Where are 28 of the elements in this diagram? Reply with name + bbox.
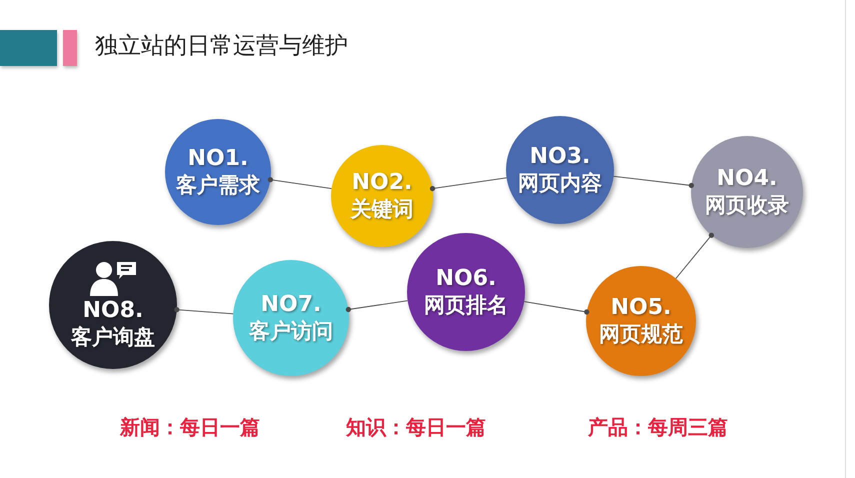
schedule-label: 产品：每周三篇 — [588, 415, 728, 439]
connector-line — [675, 232, 714, 279]
connector-line — [174, 307, 234, 314]
step-name: 网页排名 — [424, 292, 508, 318]
connector-line — [268, 177, 332, 190]
step-number: NO8. — [82, 298, 144, 324]
slide-title: 独立站的日常运营与维护 — [95, 32, 348, 61]
step-name: 客户需求 — [176, 172, 260, 198]
connector-line — [613, 176, 694, 188]
step-number: NO5. — [610, 295, 672, 321]
step-name: 网页规范 — [599, 321, 683, 347]
step-number: NO2. — [352, 170, 412, 196]
step-number: NO4. — [716, 166, 778, 192]
step-name: 客户询盘 — [71, 324, 155, 350]
step-number: NO3. — [530, 144, 590, 170]
step-number: NO6. — [436, 266, 496, 292]
step-number: NO7. — [260, 292, 322, 318]
step-name: 网页内容 — [518, 170, 602, 196]
connector-line — [524, 301, 590, 315]
connector-line — [430, 177, 508, 192]
schedule-label: 知识：每日一篇 — [346, 415, 486, 439]
step-name: 关键词 — [350, 196, 414, 222]
step-name: 网页收录 — [705, 192, 789, 218]
step-circle — [407, 233, 525, 351]
schedule-label: 新闻：每日一篇 — [120, 415, 260, 439]
step-name: 客户访问 — [249, 318, 333, 344]
step-number: NO1. — [188, 146, 248, 172]
connector-line — [346, 300, 408, 312]
